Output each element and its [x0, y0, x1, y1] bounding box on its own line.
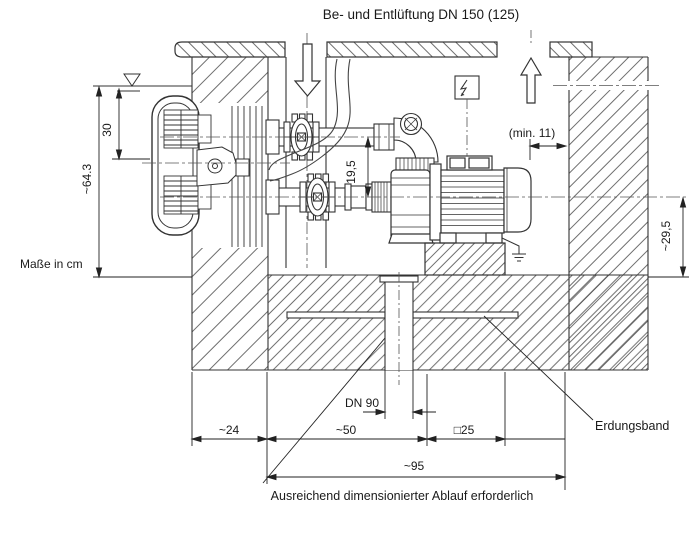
grounding-leader	[483, 315, 594, 421]
power-connection-box	[454, 75, 480, 100]
dimension-graphics	[93, 85, 689, 490]
motor-foot-left	[439, 232, 457, 244]
motor-flange	[429, 163, 442, 241]
centerlines	[142, 85, 688, 198]
supply-air-arrow-icon	[293, 43, 322, 97]
lightning-icon	[459, 79, 468, 97]
dim-pit-width: ~95	[404, 459, 425, 473]
pump-unit	[388, 155, 532, 244]
cover-slab-right	[549, 41, 593, 58]
dim-motor-wall-gap: (min. 11)	[509, 126, 555, 140]
grounding-band-right	[412, 311, 519, 319]
motor-fins	[441, 175, 504, 226]
cables	[268, 58, 351, 182]
labels: Be- und Entlüftung DN 150 (125) Maße in …	[20, 7, 673, 503]
dim-water-to-nozzle: 30	[100, 123, 114, 137]
dim-drain-size: DN 90	[345, 396, 379, 410]
motor-foot-right	[485, 232, 503, 244]
drain-note: Ausreichend dimensionierter Ablauf erfor…	[271, 489, 534, 503]
pump-plinth	[424, 242, 506, 276]
pool-wall-upper	[192, 57, 268, 103]
pool-wall-lower	[192, 248, 268, 370]
cover-slab-left	[326, 41, 498, 58]
dim-wall-to-plinth: ~50	[336, 423, 357, 437]
dim-plinth-size: □25	[454, 423, 475, 437]
pump-volute	[390, 169, 431, 241]
vent-duct	[285, 57, 327, 268]
dim-pipe-spacing: 19,5	[344, 160, 358, 184]
pump-foot	[388, 233, 434, 244]
grounding-label: Erdungsband	[595, 419, 669, 433]
fan-cover	[503, 167, 532, 233]
pit-structure	[174, 41, 658, 371]
units-note: Maße in cm	[20, 257, 83, 271]
dim-water-to-floor: ~64.3	[80, 163, 94, 194]
water-level-icon	[123, 73, 141, 87]
motor-body	[440, 169, 505, 234]
right-wall-upper	[569, 57, 648, 81]
lower-finned-connector	[163, 175, 212, 215]
ground-symbol-icon	[501, 237, 526, 262]
nozzle-mechanism	[196, 146, 250, 187]
upper-finned-connector	[163, 109, 212, 149]
water-level	[93, 73, 192, 92]
dim-axis-to-floor: ~29,5	[659, 220, 673, 251]
grounding-band-left	[286, 311, 386, 319]
pool-coping-cap	[174, 41, 286, 58]
drain-note-leader	[262, 337, 386, 484]
pit-floor	[268, 275, 648, 370]
counterflow-unit	[151, 95, 250, 236]
dim-wall-thickness: ~24	[219, 423, 240, 437]
exhaust-air-arrow-icon	[519, 56, 543, 104]
drawing-title: Be- und Entlüftung DN 150 (125)	[323, 7, 520, 22]
